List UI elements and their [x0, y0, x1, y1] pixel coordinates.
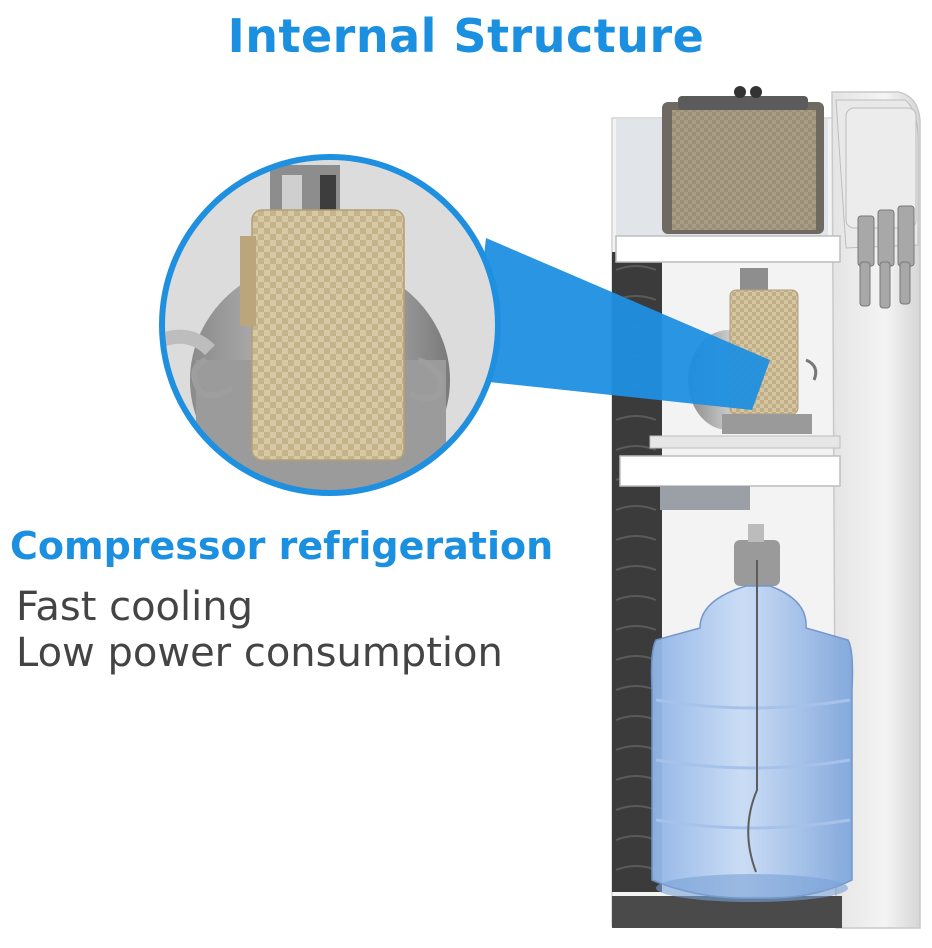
benefit-low-power: Low power consumption: [16, 630, 503, 676]
cold-tank: [616, 86, 915, 309]
benefit-fast-cooling: Fast cooling: [16, 584, 253, 630]
callout-beam: [470, 238, 770, 410]
water-bottle: [650, 524, 854, 902]
compressor-closeup: [159, 154, 501, 496]
page-title: Internal Structure: [227, 9, 705, 63]
lower-shelf: [619, 435, 841, 510]
feature-heading: Compressor refrigeration: [10, 524, 554, 568]
upper-shelf: [615, 235, 841, 263]
